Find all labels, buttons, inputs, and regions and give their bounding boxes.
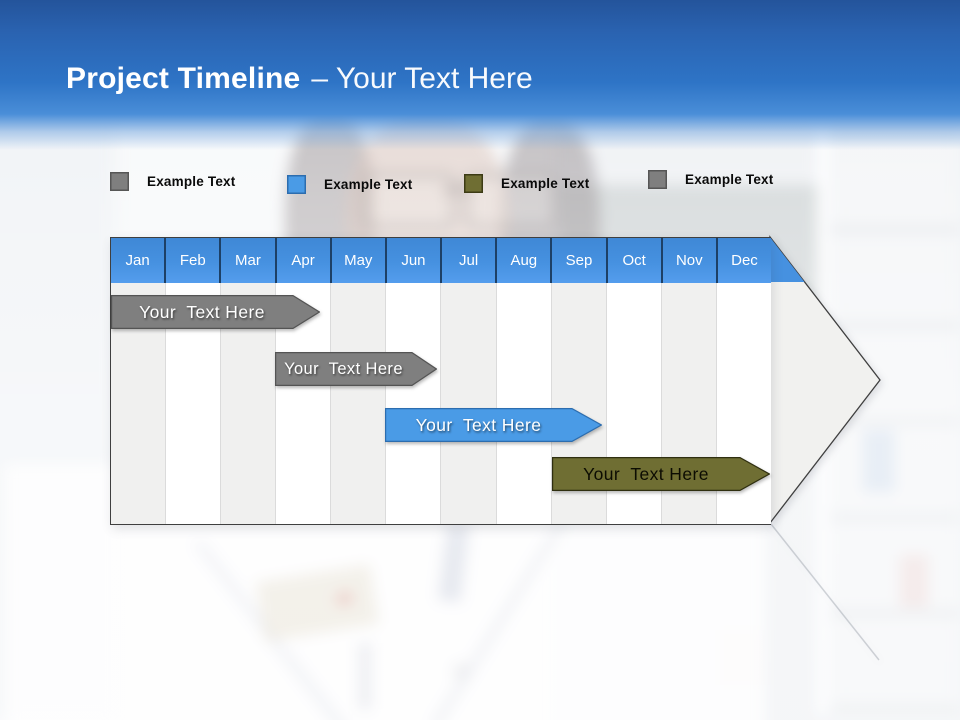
- month-cell-feb: Feb: [166, 238, 222, 283]
- bar-label: Your Text Here: [284, 360, 403, 378]
- month-cell-jan: Jan: [111, 238, 167, 283]
- month-cell-sep: Sep: [552, 238, 608, 283]
- month-header-row: Jan Feb Mar Apr May Jun Jul Aug Sep Oct …: [111, 238, 771, 283]
- gantt-bar-2: Your Text Here: [275, 352, 437, 386]
- legend-item: Example Text: [648, 167, 773, 191]
- legend-color-chip: [110, 171, 129, 191]
- legend-item: Example Text: [287, 172, 412, 196]
- title-accent: – Your Text Here: [311, 62, 533, 95]
- legend-label: Example Text: [685, 171, 774, 187]
- legend-item: Example Text: [110, 169, 235, 193]
- legend-color-chip: [464, 173, 483, 193]
- bar-shape: [275, 352, 437, 386]
- month-cell-jun: Jun: [387, 238, 443, 283]
- bar-shape: [552, 457, 770, 491]
- legend-color-chip: [287, 174, 306, 194]
- timeline-arrowhead: [769, 235, 881, 661]
- bar-label: Your Text Here: [139, 302, 265, 322]
- page-title: Project Timeline – Your Text Here: [66, 60, 533, 98]
- bar-label: Your Text Here: [415, 415, 542, 435]
- month-cell-nov: Nov: [663, 238, 718, 283]
- bar-shape: [111, 295, 320, 329]
- title-main: Project Timeline: [66, 62, 301, 95]
- title-band: [0, 0, 960, 150]
- legend-label: Example Text: [501, 175, 590, 191]
- grid-column: [386, 283, 442, 524]
- arrowhead-header-part: [771, 238, 805, 282]
- gantt-bar-1: Your Text Here: [111, 295, 320, 329]
- grid-column: [331, 283, 387, 524]
- legend-color-chip: [648, 169, 667, 189]
- bar-shape: [385, 408, 602, 442]
- legend-item: Example Text: [464, 171, 589, 195]
- grid-column: [496, 283, 552, 524]
- bar-label: Your Text Here: [583, 464, 709, 484]
- month-cell-dec: Dec: [731, 252, 758, 269]
- arrow-shadow-line: [770, 523, 880, 661]
- legend-label: Example Text: [147, 173, 236, 189]
- gantt-bar-4: Your Text Here: [552, 457, 770, 491]
- month-cell-apr: Apr: [277, 238, 332, 283]
- month-cell-oct: Oct: [608, 238, 663, 283]
- legend-label: Example Text: [324, 176, 413, 192]
- month-cell-jul: Jul: [442, 238, 498, 283]
- month-cell-mar: Mar: [221, 238, 277, 283]
- grid-column: [441, 283, 497, 524]
- month-cell-may: May: [332, 238, 387, 283]
- gantt-bar-3: Your Text Here: [385, 408, 602, 442]
- month-cell-aug: Aug: [497, 238, 553, 283]
